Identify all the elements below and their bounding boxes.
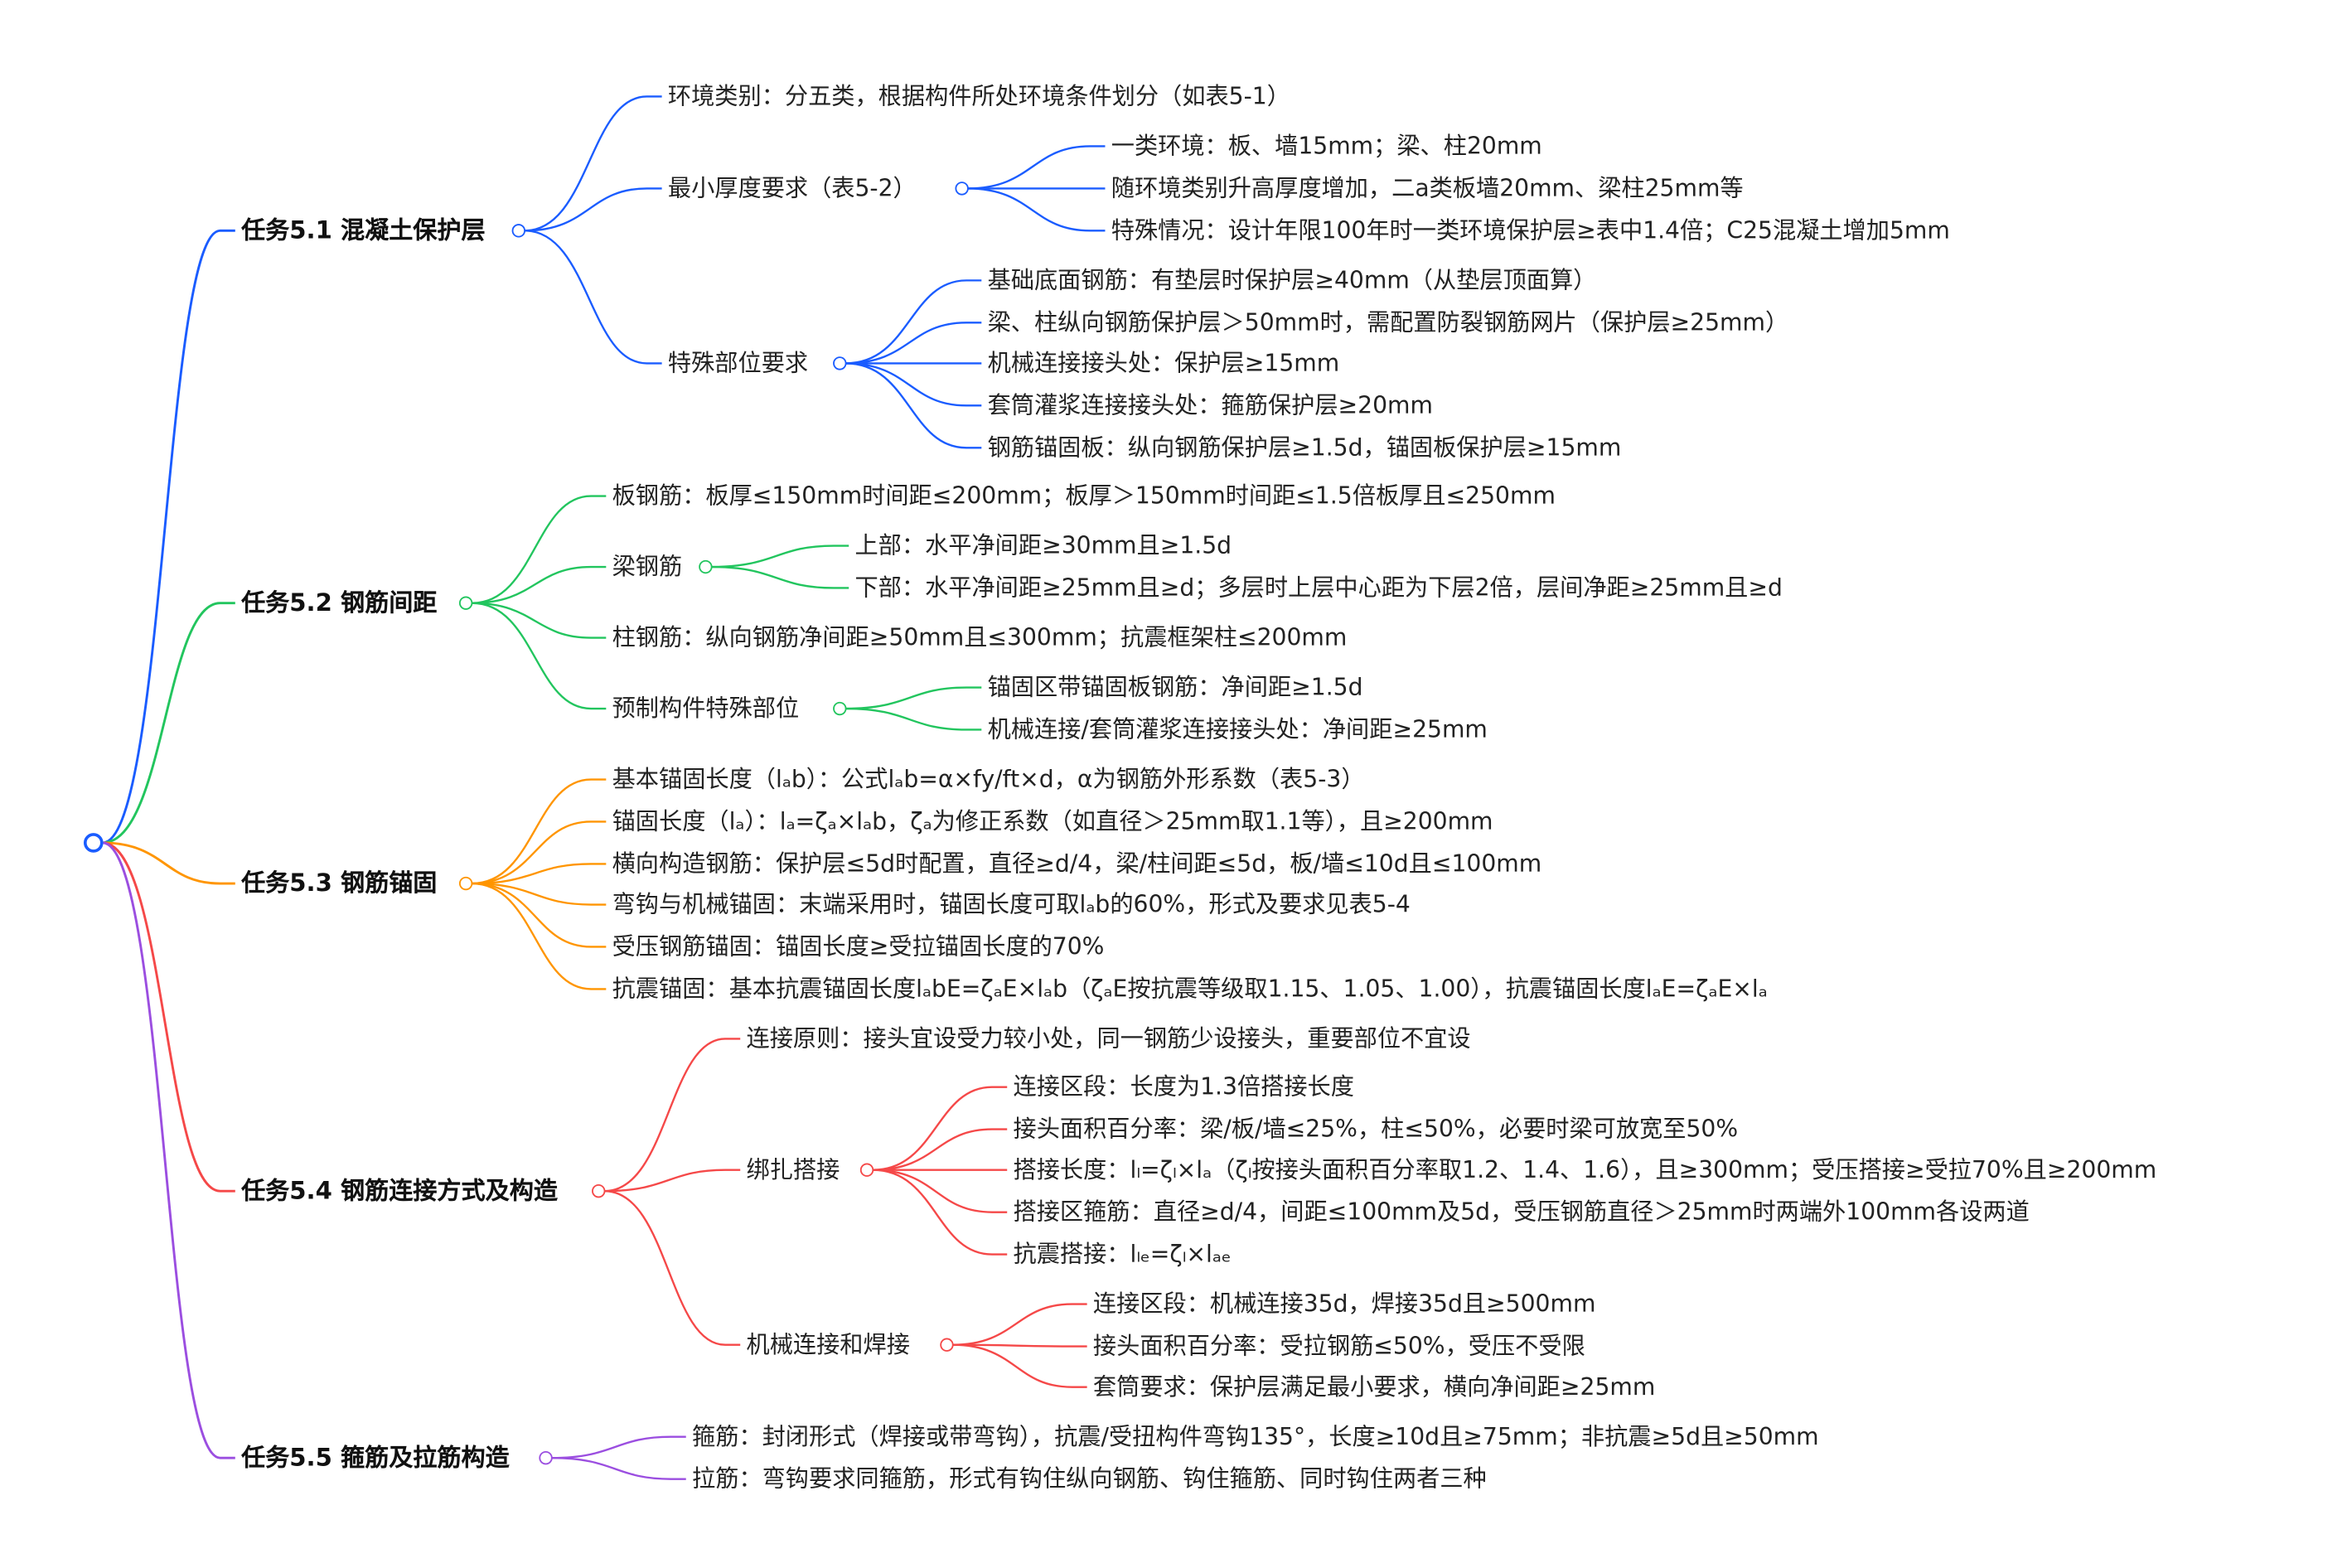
leaf-topic[interactable]: 锚固长度（lₐ）：lₐ=ζₐ×lₐb，ζₐ为修正系数（如直径＞25mm取1.1等… [612,808,1493,835]
branch-topic[interactable]: 任务5.3 钢筋锚固 [241,868,438,898]
leaf-topic[interactable]: 机械连接/套筒灌浆连接接头处：净间距≥25mm [987,716,1488,743]
branch-topic[interactable]: 任务5.4 钢筋连接方式及构造 [241,1175,558,1205]
collapse-toggle-icon[interactable] [859,1163,874,1177]
connector-line [472,882,607,948]
leaf-topic[interactable]: 一类环境：板、墙15mm；梁、柱20mm [1111,133,1542,160]
connector-line [967,145,1106,190]
leaf-topic[interactable]: 连接区段：长度为1.3倍搭接长度 [1013,1073,1354,1101]
leaf-topic[interactable]: 接头面积百分率：梁/板/墙≤25%，柱≤50%，必要时梁可放宽至50% [1013,1116,1739,1143]
collapse-toggle-icon[interactable] [592,1183,606,1198]
leaf-topic[interactable]: 抗震锚固：基本抗震锚固长度lₐbE=ζₐE×lₐb（ζₐE按抗震等级取1.15、… [612,975,1768,1003]
connector-line [845,707,982,731]
connector-line [551,1435,686,1459]
connector-line [472,602,607,710]
collapse-toggle-icon[interactable] [458,596,473,610]
connector-line [952,1343,1087,1348]
leaf-topic[interactable]: 受压钢筋锚固：锚固长度≥受拉锚固长度的70% [612,933,1105,961]
connector-line [472,882,607,906]
branch-topic[interactable]: 任务5.5 箍筋及拉筋构造 [241,1442,510,1472]
connector-line [845,279,982,365]
connector-line [472,863,607,885]
connector-line [551,1456,686,1480]
connector-line [525,95,662,232]
leaf-topic[interactable]: 上部：水平净间距≥30mm且≥1.5d [854,532,1232,559]
connector-line [102,229,235,844]
connector-line [873,1169,1008,1213]
leaf-topic[interactable]: 抗震搭接：lₗₑ=ζₗ×lₐₑ [1013,1241,1232,1268]
leaf-topic[interactable]: 连接原则：接头宜设受力较小处，同一钢筋少设接头，重要部位不宜设 [746,1025,1471,1053]
subtopic[interactable]: 绑扎搭接 [746,1156,840,1184]
connector-line [472,882,607,990]
connector-line [102,841,235,1459]
leaf-topic[interactable]: 接头面积百分率：受拉钢筋≤50%，受压不受限 [1092,1333,1585,1360]
collapse-toggle-icon[interactable] [955,181,969,196]
branch-topic[interactable]: 任务5.1 混凝土保护层 [241,215,486,244]
collapse-toggle-icon[interactable] [511,224,525,238]
leaf-topic[interactable]: 基本锚固长度（lₐb）：公式lₐb=α×fy/ft×d，α为钢筋外形系数（表5-… [612,766,1365,793]
branch-topic[interactable]: 任务5.2 钢筋间距 [241,588,438,617]
leaf-topic[interactable]: 基础底面钢筋：有垫层时保护层≥40mm（从垫层顶面算） [987,266,1597,294]
collapse-toggle-icon[interactable] [833,356,847,370]
connector-line [102,841,235,885]
leaf-topic[interactable]: 搭接长度：lₗ=ζₗ×lₐ（ζₗ按接头面积百分率取1.2、1.4、1.6），且≥… [1013,1156,2157,1184]
leaf-topic[interactable]: 拉筋：弯钩要求同箍筋，形式有钩住纵向钢筋、钩住箍筋、同时钩住两者三种 [692,1465,1487,1493]
collapse-toggle-icon[interactable] [458,876,473,891]
leaf-topic[interactable]: 特殊情况：设计年限100年时一类环境保护层≥表中1.4倍；C25混凝土增加5mm [1111,216,1950,244]
leaf-topic[interactable]: 钢筋锚固板：纵向钢筋保护层≥1.5d，锚固板保护层≥15mm [987,433,1622,462]
connector-line [845,362,982,407]
connector-line [604,1189,741,1346]
connector-line [873,1128,1008,1171]
collapse-toggle-icon[interactable] [940,1338,954,1352]
connector-line [873,1169,1008,1256]
connector-line [845,322,982,365]
connector-line [472,778,607,885]
subtopic[interactable]: 机械连接和焊接 [746,1331,910,1359]
collapse-toggle-icon[interactable] [539,1450,553,1465]
leaf-topic[interactable]: 弯钩与机械锚固：末端采用时，锚固长度可取lₐb的60%，形式及要求见表5-4 [612,891,1411,918]
connector-line [604,1169,741,1193]
connector-line [967,187,1106,232]
root-node-icon[interactable] [83,833,104,853]
leaf-topic[interactable]: 柱钢筋：纵向钢筋净间距≥50mm且≤300mm；抗震框架柱≤200mm [612,624,1348,651]
leaf-topic[interactable]: 套筒要求：保护层满足最小要求，横向净间距≥25mm [1092,1373,1656,1401]
connector-line [845,686,982,710]
leaf-topic[interactable]: 箍筋：封闭形式（焊接或带弯钩），抗震/受扭构件弯钩135°，长度≥10d且≥75… [692,1423,1819,1451]
connector-line [525,230,662,365]
collapse-toggle-icon[interactable] [833,701,847,716]
leaf-topic[interactable]: 搭接区箍筋：直径≥d/4，间距≤100mm及5d，受压钢筋直径＞25mm时两端外… [1013,1198,2030,1227]
connector-line [711,565,849,589]
leaf-topic[interactable]: 套筒灌浆连接接头处：箍筋保护层≥20mm [987,391,1434,419]
leaf-topic[interactable]: 连接区段：机械连接35d，焊接35d且≥500mm [1092,1290,1596,1318]
connector-line [472,495,607,604]
connector-line [711,544,849,569]
leaf-topic[interactable]: 环境类别：分五类，根据构件所处环境条件划分（如表5-1） [667,83,1290,110]
leaf-topic[interactable]: 梁、柱纵向钢筋保护层＞50mm时，需配置防裂钢筋网片（保护层≥25mm） [987,308,1789,336]
connector-line [102,841,235,1193]
connector-line [525,187,662,232]
leaf-topic[interactable]: 板钢筋：板厚≤150mm时间距≤200mm；板厚＞150mm时间距≤1.5倍板厚… [612,482,1556,510]
connector-line [873,1086,1008,1171]
leaf-topic[interactable]: 下部：水平净间距≥25mm且≥d；多层时上层中心距为下层2倍，层间净距≥25mm… [854,574,1783,602]
connector-line [102,602,235,844]
connector-line [472,820,607,885]
connector-line [845,362,982,449]
connector-line [472,565,607,604]
subtopic[interactable]: 最小厚度要求（表5-2） [667,175,917,202]
subtopic[interactable]: 预制构件特殊部位 [612,694,800,723]
connector-line [472,602,607,639]
collapse-toggle-icon[interactable] [699,559,713,574]
connector-line [604,1038,741,1193]
leaf-topic[interactable]: 横向构造钢筋：保护层≤5d时配置，直径≥d/4，梁/柱间距≤5d，板/墙≤10d… [612,850,1542,878]
connector-line [952,1343,1087,1388]
leaf-topic[interactable]: 机械连接接头处：保护层≥15mm [987,350,1340,377]
subtopic[interactable]: 特殊部位要求 [667,350,809,377]
connector-line [952,1303,1087,1346]
subtopic[interactable]: 梁钢筋 [612,553,683,581]
leaf-topic[interactable]: 锚固区带锚固板钢筋：净间距≥1.5d [987,674,1363,701]
leaf-topic[interactable]: 随环境类别升高厚度增加，二a类板墙20mm、梁柱25mm等 [1111,175,1744,202]
